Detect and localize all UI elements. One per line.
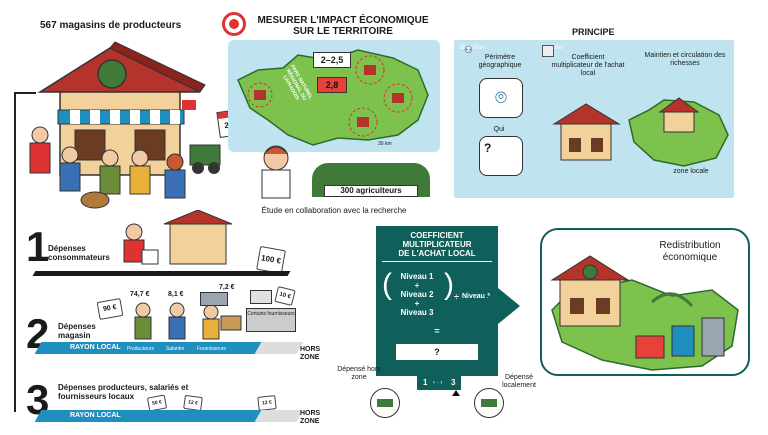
step-2-note-left: 90 € <box>96 298 124 320</box>
who-box: ? <box>479 136 523 176</box>
step-2-people-illustration <box>134 302 242 340</box>
spent-local-label: Dépensé localement <box>502 374 536 389</box>
local-zone-label: zone locale <box>673 168 709 175</box>
formula-divisor: Niveau 1 <box>462 293 491 300</box>
step-3-out-zone: HORS ZONE <box>300 410 320 426</box>
producer-shop-illustration <box>29 41 221 209</box>
location-pin-box: ⌾ <box>479 78 523 118</box>
certain-suppliers-label: Certains fournisseurs <box>247 311 295 317</box>
spent-out-label: Dépensé hors zone <box>337 366 381 381</box>
perimeter-label: Périmètre géographique <box>478 54 522 69</box>
step-3-local-band <box>34 410 264 422</box>
principle-title: PRINCIPE <box>572 27 615 37</box>
step-2-amount-employees: 8,1 € <box>168 291 184 298</box>
step-2-band-label: RAYON LOCAL <box>70 344 121 351</box>
formula-plus-2: + <box>414 299 420 308</box>
who-label: Qui <box>493 126 505 133</box>
formula-result-box: ? <box>396 344 478 360</box>
region-map <box>237 49 429 146</box>
group-icon: ⚇ <box>464 45 473 56</box>
spent-local-icon <box>474 388 504 418</box>
spent-out-icon <box>370 388 400 418</box>
formula-level-1: Niveau 1 <box>400 272 434 281</box>
step-2-out-zone: HORS ZONE <box>300 346 320 362</box>
target-icon <box>222 12 246 36</box>
formula-equals: = <box>434 326 440 336</box>
formula-arrow <box>498 288 520 324</box>
formula-arrow-stem <box>488 296 502 316</box>
principle-panel: identifier calculer ⚇ Périmètre géograph… <box>454 40 734 198</box>
formula-level-3: Niveau 3 <box>400 308 434 317</box>
step-3-note-2: 12 € <box>183 394 203 412</box>
step-3-note-1: 50 € <box>146 394 168 412</box>
formula-panel: COEFFICIENT MULTIPLICATEUR DE L'ACHAT LO… <box>376 226 498 376</box>
producers-label: Producteurs <box>127 346 154 352</box>
step-3-band-label: RAYON LOCAL <box>70 412 121 419</box>
coefficient-label: Coefficient multiplicateur de l'achat lo… <box>551 54 625 77</box>
redistribution-map <box>550 255 739 371</box>
formula-title-line1: COEFFICIENT <box>410 231 464 240</box>
supplier-truck-icon <box>250 290 272 304</box>
step-1-platform <box>32 271 291 276</box>
region-map-panel: 2–2,5 2,8 PARC NATUREL RÉGIONAL DU LIVRA… <box>228 40 440 152</box>
distance-scale: 30 km <box>378 141 392 147</box>
question-mark-icon: ? <box>484 141 492 155</box>
step-3-title: Dépenses producteurs, salariés et fourni… <box>58 383 189 401</box>
flow-bracket-top <box>14 92 36 94</box>
step-2-note-right: 10 € <box>274 286 296 306</box>
step-3-out-zone-line1: HORS <box>300 410 321 417</box>
local-zone-map <box>628 97 729 167</box>
step-2-amount-producers: 74,7 € <box>130 291 150 298</box>
shops-count-title: 567 magasins de producteurs <box>40 20 182 31</box>
suppliers-label: Fournisseurs <box>197 346 226 352</box>
formula-level-2: Niveau 2 <box>400 290 434 299</box>
step-2-out-zone-line2: ZONE <box>300 354 320 361</box>
coefficient-scale: 1 ‹ · › 3 <box>417 376 461 390</box>
researcher-illustration <box>261 145 291 199</box>
formula-paren-right: ) <box>444 268 454 301</box>
scale-pointer <box>452 390 460 396</box>
step-1-illustration <box>123 210 233 265</box>
measure-title-line2: SUR LE TERRITOIRE <box>293 26 393 37</box>
step-3-out-zone-band <box>254 410 304 422</box>
flow-bracket-line <box>14 92 16 412</box>
identify-label: identifier <box>459 43 485 51</box>
formula-divide: ÷ <box>454 292 459 302</box>
measure-title-line1: MESURER L'IMPACT ÉCONOMIQUE <box>257 15 429 26</box>
scale-max: 3 <box>451 378 456 387</box>
supplier-crates <box>200 292 228 306</box>
formula-title-line2: MULTIPLICATEUR <box>402 240 472 249</box>
calculator-icon <box>542 45 554 57</box>
formula-title: COEFFICIENT MULTIPLICATEUR DE L'ACHAT LO… <box>376 231 498 258</box>
step-2-title: Dépenses magasin <box>58 322 96 340</box>
formula-title-line3: DE L'ACHAT LOCAL <box>398 249 476 258</box>
step-2-amount-suppliers: 7,2 € <box>219 284 235 291</box>
redistribution-panel: Redistribution économique <box>540 228 750 376</box>
redistribution-title-line1: Redistribution <box>659 240 721 251</box>
step-1-price-note: 100 € <box>256 245 286 275</box>
employees-label: Salariés <box>166 346 185 352</box>
certain-suppliers-box: Certains fournisseurs <box>246 308 296 332</box>
redistribution-title: Redistribution économique <box>634 240 746 264</box>
redistribution-title-line2: économique <box>662 252 718 263</box>
multiplier-high-box: 2,8 <box>317 77 347 93</box>
step-2-out-zone-band <box>254 342 304 354</box>
research-note: Étude en collaboration avec la recherche <box>261 206 407 215</box>
scale-ellipsis: ‹ · › <box>433 380 443 386</box>
multiplier-range-box: 2–2,5 <box>313 52 351 68</box>
formula-paren-left: ( <box>382 268 392 301</box>
scale-min: 1 <box>423 378 428 387</box>
formula-plus-1: + <box>414 281 420 290</box>
maintain-label: Maintien et circulation des richesses <box>644 52 726 67</box>
step-1-number: 1 <box>26 223 50 270</box>
step-3-note-3: 12 € <box>257 395 277 411</box>
step-2-out-zone-line1: HORS <box>300 346 321 353</box>
location-pin-icon: ⌾ <box>495 87 507 109</box>
step-1-title: Dépenses consommateurs <box>48 244 110 262</box>
formula-levels: Niveau 1 + Niveau 2 + Niveau 3 <box>390 272 444 317</box>
shop-character-illustration <box>552 103 621 161</box>
farmers-count-badge: 300 agriculteurs <box>324 185 418 197</box>
step-3-out-zone-line2: ZONE <box>300 418 320 425</box>
measure-title: MESURER L'IMPACT ÉCONOMIQUE SUR LE TERRI… <box>248 15 438 37</box>
